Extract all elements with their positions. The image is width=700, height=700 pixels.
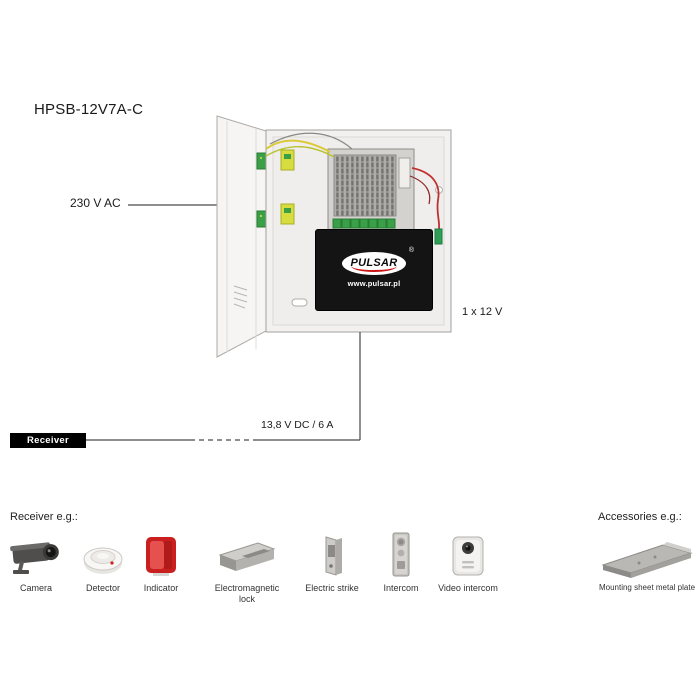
electromagnetic-lock-icon	[216, 529, 278, 579]
fuse-component	[434, 228, 443, 245]
battery: PULSAR ® www.pulsar.pl	[315, 229, 433, 311]
brand-name: PULSAR	[350, 257, 398, 269]
item-label: Electromagnetic lock	[214, 583, 280, 605]
product-title: HPSB-12V7A-C	[34, 101, 144, 118]
mounting-slot	[291, 298, 308, 307]
door-label-text	[233, 285, 248, 309]
intercom-icon	[381, 529, 421, 579]
receiver-item-indicator: Indicator	[125, 529, 197, 594]
accessories-section-heading: Accessories e.g.:	[598, 511, 682, 523]
brand-url: www.pulsar.pl	[347, 279, 401, 288]
item-label: Detector	[85, 583, 120, 593]
video-intercom-icon	[443, 529, 493, 579]
item-label: Video intercom	[438, 583, 498, 593]
mounting-plate-icon	[599, 529, 695, 579]
item-label: Electric strike	[305, 583, 359, 593]
receiver-badge: Receiver	[10, 433, 86, 448]
item-label: Indicator	[143, 583, 179, 593]
receiver-item-electromagnetic-lock: Electromagnetic lock	[211, 529, 283, 606]
receiver-item-intercom: Intercom	[365, 529, 437, 594]
receiver-item-video-intercom: Video intercom	[432, 529, 504, 594]
receiver-item-detector: Detector	[67, 529, 139, 594]
enclosure-door	[216, 115, 267, 358]
accessory-item-mounting-plate: Mounting sheet metal plate	[592, 529, 700, 593]
receiver-section-heading: Receiver e.g.:	[10, 511, 78, 523]
electric-strike-icon	[312, 529, 352, 579]
logo-swoosh	[351, 266, 397, 272]
receiver-item-electric-strike: Electric strike	[296, 529, 368, 594]
item-label: Intercom	[383, 583, 419, 593]
battery-count-label: 1 x 12 V	[462, 306, 503, 318]
item-label: Camera	[19, 583, 52, 593]
output-voltage-label: 13,8 V DC / 6 A	[261, 419, 334, 431]
pulsar-logo: PULSAR ®	[342, 247, 414, 275]
detector-icon	[75, 529, 131, 579]
indicator-icon	[133, 529, 189, 579]
wires	[265, 132, 443, 245]
psu-terminals	[332, 218, 396, 229]
camera-icon	[7, 529, 65, 579]
registered-mark: ®	[408, 247, 414, 254]
receiver-item-camera: Camera	[0, 529, 72, 594]
psu-module	[327, 148, 415, 231]
pcb-connectors	[280, 149, 295, 225]
input-voltage-label: 230 V AC	[70, 196, 121, 210]
item-label: Mounting sheet metal plate	[598, 583, 696, 592]
